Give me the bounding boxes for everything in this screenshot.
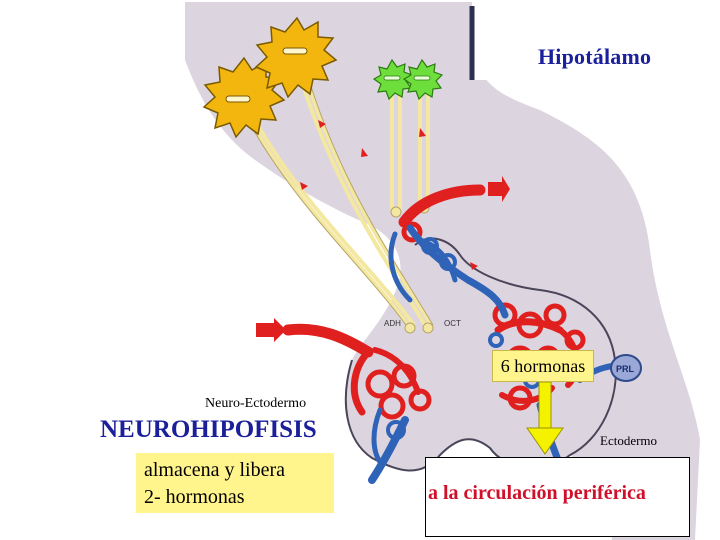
tissue-silhouette [185, 2, 700, 540]
axon-outline [237, 63, 434, 326]
dark-band [472, 2, 720, 80]
axon-bundle [238, 61, 433, 327]
prl-label: PRL [616, 364, 635, 374]
neuro-ectodermo-label: Neuro-Ectodermo [205, 396, 307, 411]
flow-ticks [300, 120, 478, 270]
almacena-line1: almacena y libera [144, 459, 286, 481]
red-arrow-icon [256, 318, 286, 342]
circulacion-box: a la circulación periférica [425, 457, 690, 537]
neurohipofisis-title: NEUROHIPOFISIS [100, 416, 317, 443]
red-arrow-icon [488, 176, 510, 202]
ectodermo-label: Ectodermo [600, 433, 658, 448]
almacena-box: almacena y libera 2- hormonas [136, 453, 334, 513]
adh-label: ADH [384, 319, 401, 328]
prl-cell [610, 354, 642, 382]
large-neuron-icon [254, 16, 338, 99]
almacena-line2: 2- hormonas [144, 486, 245, 508]
down-arrow-icon [526, 381, 564, 455]
seis-hormonas-box: 6 hormonas [492, 350, 594, 382]
hipotalamo-label: Hipotálamo [538, 44, 652, 69]
small-neuron-icon [372, 58, 414, 101]
oct-label: OCT [444, 319, 461, 328]
small-neuron-icon [402, 58, 444, 101]
circulacion-text: a la circulación periférica [428, 482, 646, 504]
